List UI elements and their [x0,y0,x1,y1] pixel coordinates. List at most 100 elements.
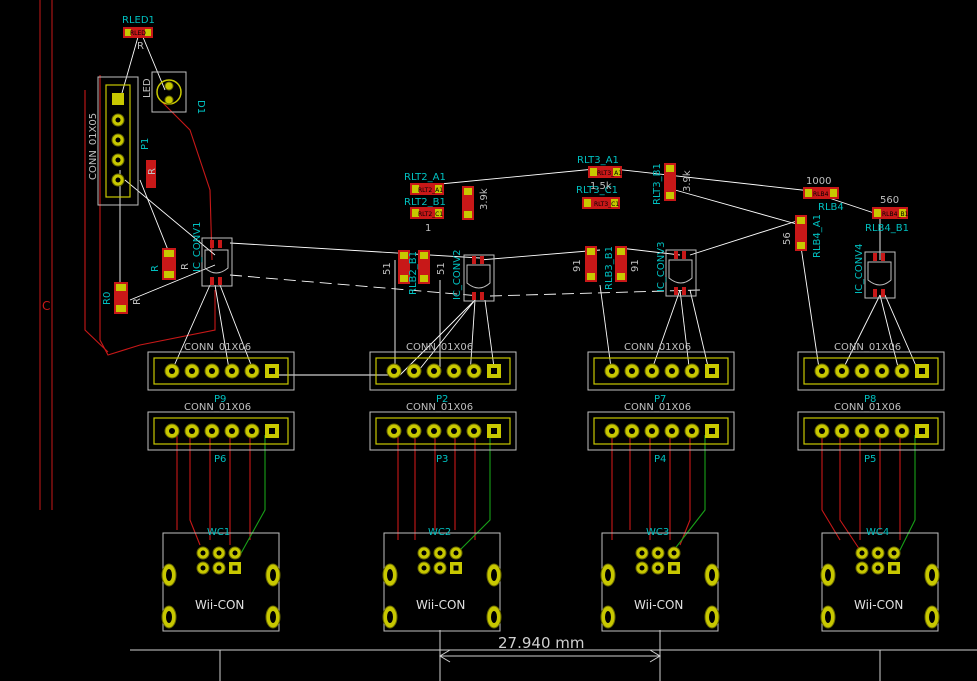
traces-p3-wc2 [397,435,491,551]
header-p8-value: CONN_01X06 [834,342,901,353]
rlb4-resistors[interactable]: 1000 RLB4 RLB4 560 RLB4_B1 RLB4_B1 56 RL… [782,176,909,258]
ic-conv2[interactable]: IC_CONV2 [452,250,495,302]
rlb4-value-left: 56 [782,232,793,245]
wiicon-ref: WC1 [207,527,230,538]
r0-resistor[interactable]: R0 R [102,282,143,314]
p1-value: CONN_01X05 [88,113,99,180]
rlt2-pad-label-c: RLT2_C1 [418,211,443,218]
header-p4-ref: P4 [654,454,666,465]
dimension-label: 27.940 mm [498,634,584,652]
header-p2-value: CONN_01X06 [406,342,473,353]
p1-connector[interactable]: CONN_01X05 P1 [88,76,151,206]
ic-conv3[interactable]: IC_CONV3 [656,242,697,297]
wiicon-value: Wii-CON [634,598,683,612]
r-ic1-value: R [180,263,191,270]
p1-ref: P1 [140,138,151,150]
rlt2-pad-label-a: RLT2_A1 [418,187,443,194]
rled1-resistor[interactable]: RLED1 RLED R [122,15,155,52]
rlb4-b1-ref: RLB4_B1 [865,223,909,234]
rlt2-a1-ref: RLT2_A1 [404,172,446,183]
header-p9-ref: P9 [214,394,226,405]
wiicon-value: Wii-CON [195,598,244,612]
rlb3-resistors[interactable]: 91 91 RLB3_B1 [572,246,641,290]
header-row-2: CONN_01X06P6CONN_01X06P3CONN_01X06P4CONN… [147,402,945,465]
rled1-ref: RLED1 [122,15,155,26]
d1-value: LED [142,78,153,98]
rlt3-pad-label-a: RLT3_A1 [597,170,622,177]
rlb2-b1-ref: RLB2_B1 [408,251,419,295]
rlt3-c1-value: 1.5k [590,181,612,192]
header-p3-ref: P3 [436,454,448,465]
rlb4-b1-value: 560 [880,195,899,206]
rlb3-b1-ref: RLB3_B1 [604,246,615,290]
header-p6-ref: P6 [214,454,226,465]
rlt3-b1-ref: RLT3_B1 [652,163,663,205]
rlb2-value-right: 51 [436,262,447,275]
rlb4-pad-label: RLB4 [813,191,829,198]
header-p6-value: CONN_01X06 [184,402,251,413]
d1-ref: D1 [195,100,206,114]
r-ic1-resistor[interactable]: R R [150,248,191,280]
ic-conv1[interactable]: IC_CONV1 [192,222,233,287]
wiicon-ref: WC3 [646,527,669,538]
dimension-measure[interactable]: 27.940 mm [130,630,977,681]
wiicon-ref: WC2 [428,527,451,538]
rled1-value: R [137,41,144,52]
d1-led[interactable]: LED D1 [142,71,206,114]
header-p7-ref: P7 [654,394,666,405]
r-small-value: R [147,168,158,175]
header-p4-value: CONN_01X06 [624,402,691,413]
rlb2-value-left: 51 [382,262,393,275]
r0-ref: R0 [102,292,113,305]
rlt2-b1-value: 3.9k [479,188,490,210]
rlt2-c1-value: 1 [425,223,431,234]
rled1-pad-label: RLED [130,30,146,37]
header-row-1: CONN_01X06P9CONN_01X06P2CONN_01X06P7CONN… [147,342,945,405]
r-small-resistor[interactable]: R [146,160,158,188]
rlb4-b1-pad-label: RLB4_B1 [882,211,909,218]
traces-p5-wc4 [821,435,916,561]
rlb4-value-top: 1000 [806,176,831,187]
traces-p4-wc3 [611,435,706,556]
rlt3-a1-ref: RLT3_A1 [577,155,619,166]
header-p8-ref: P8 [864,394,876,405]
traces-p6-wc1 [176,435,266,556]
rlt3-resistors[interactable]: RLT3_A1 RLT3_A1 RLT3_C1 1.5k RLT3_C1 RLT… [576,155,693,209]
header-p5-ref: P5 [864,454,876,465]
r0-value: R [132,298,143,305]
rlb3-value-left: 91 [572,259,583,272]
rlb2-resistors[interactable]: 51 51 RLB2_B1 [382,250,447,295]
header-p5-value: CONN_01X06 [834,402,901,413]
ratsnest [119,29,921,376]
header-p2-ref: P2 [436,394,448,405]
ic3-ref: IC_CONV3 [656,242,667,292]
rlt3-pad-label-c: RLT3_C1 [594,201,619,208]
rlb4-ref: RLB4 [818,202,844,213]
ic2-ref: IC_CONV2 [452,250,463,300]
header-p3-value: CONN_01X06 [406,402,473,413]
ic-conv4[interactable]: IC_CONV4 [854,244,896,299]
rlt3-c1-ref: RLT3_C1 [576,185,618,196]
rlt3-b1-value: 3.9k [682,170,693,192]
rlb3-value-right: 91 [630,259,641,272]
rlt2-resistors[interactable]: RLT2_A1 RLT2_A1 RLT2_B1 RLT2_C1 1 3.9k [404,172,490,234]
wiicon-value: Wii-CON [854,598,903,612]
rlb4-a1-ref: RLB4_A1 [812,214,823,258]
wiicon-ref: WC4 [866,527,889,538]
ic1-ref: IC_CONV1 [192,222,203,272]
header-p7-value: CONN_01X06 [624,342,691,353]
sheet-marker: C [42,299,50,313]
